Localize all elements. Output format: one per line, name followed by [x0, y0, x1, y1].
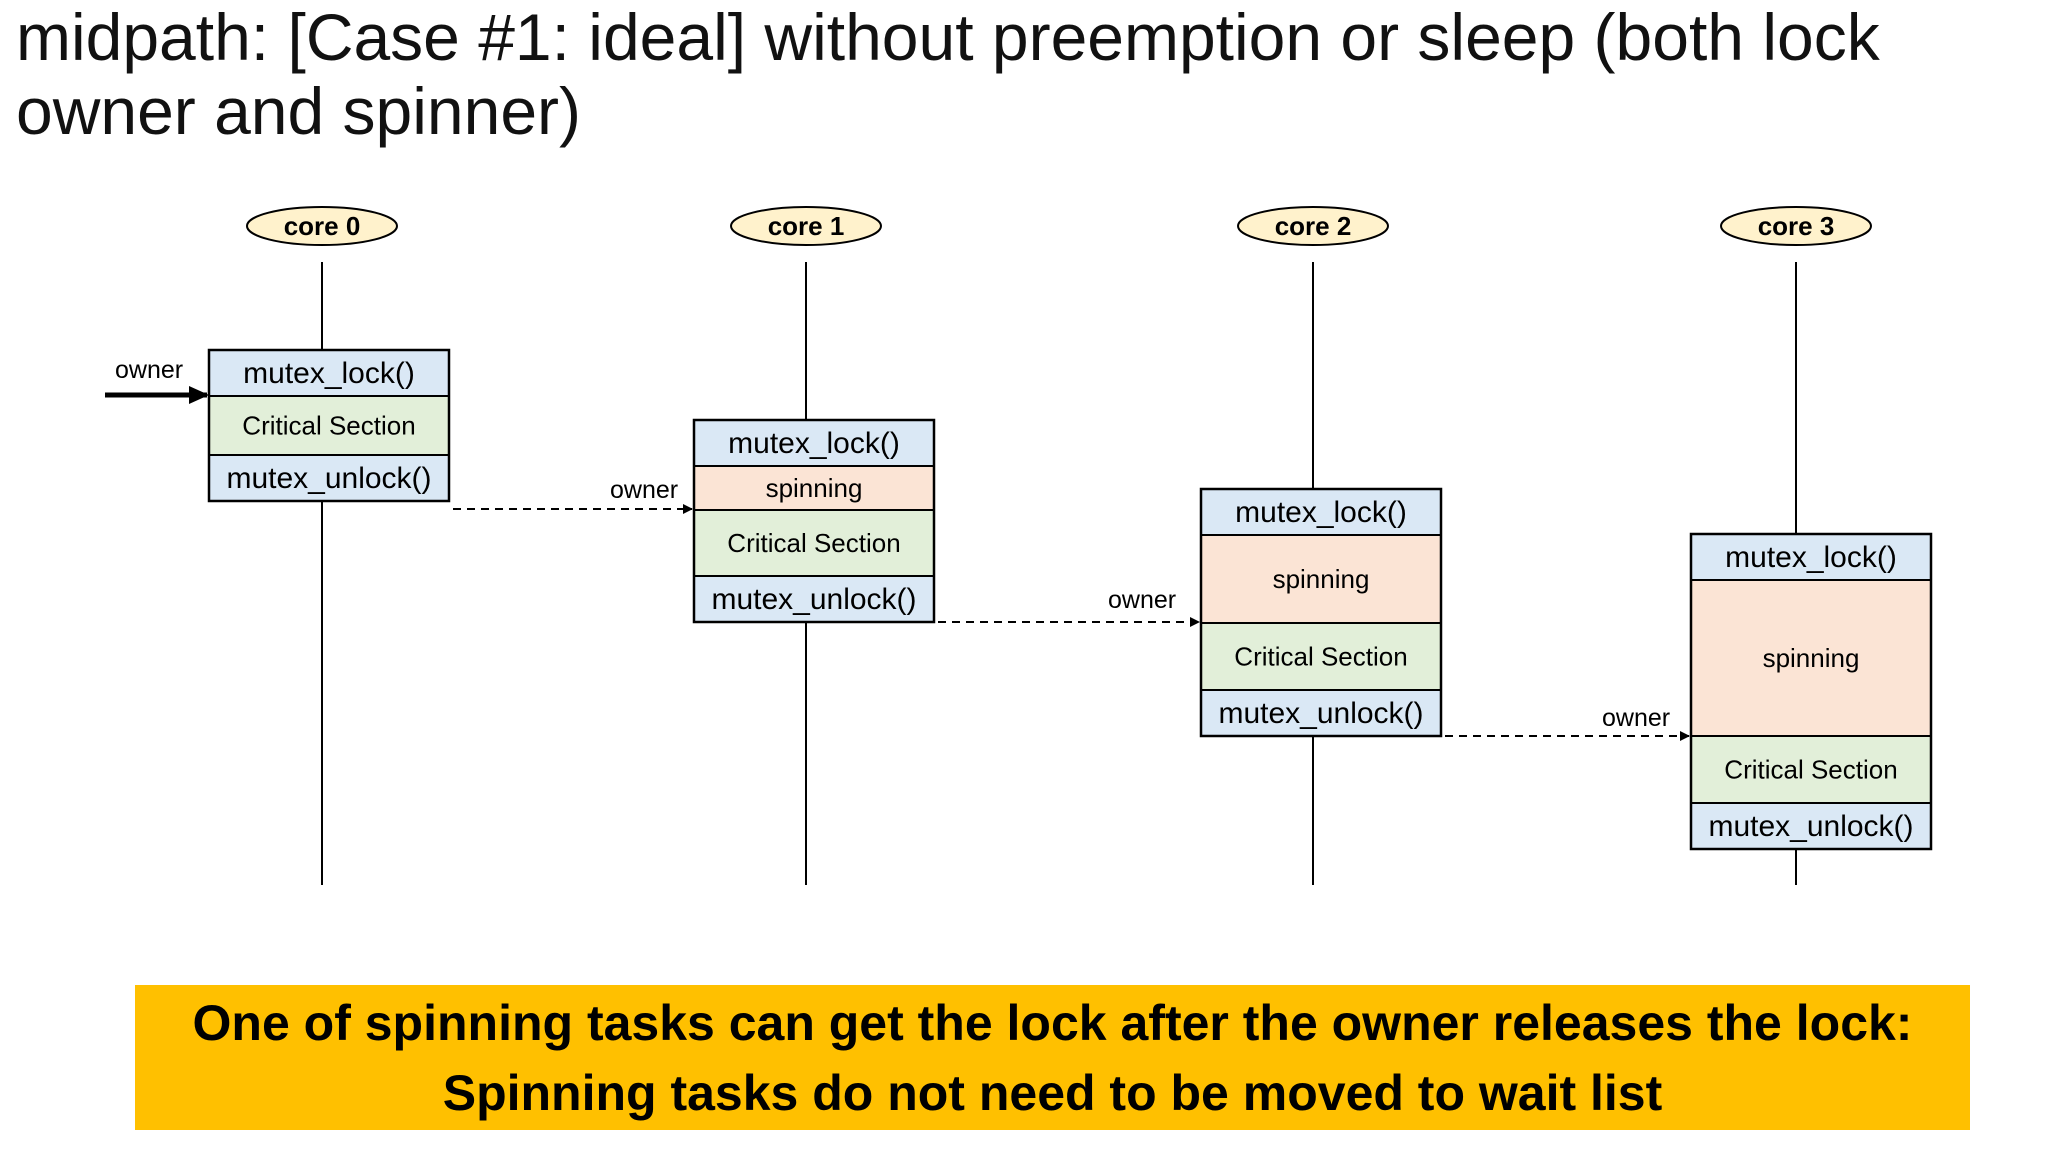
core-3-oval: [1720, 206, 1872, 246]
core-1-lock-label: mutex_lock(): [728, 427, 900, 460]
core-2-spinning-label: spinning: [1273, 564, 1370, 594]
core-2-critical-label: Critical Section: [1234, 642, 1407, 672]
banner-line-2: Spinning tasks do not need to be moved t…: [442, 1064, 1663, 1121]
core-1-oval: [730, 206, 882, 246]
core-1-spinning-block: [693, 465, 935, 511]
core-1-critical-label: Critical Section: [727, 528, 900, 558]
core-1-block-frame: [692, 418, 936, 624]
core-0-block-frame: [207, 348, 451, 503]
core-1-lock-block: [693, 419, 935, 467]
title-line-2: owner and spinner): [16, 74, 581, 148]
owner-label-2: owner: [1108, 586, 1176, 614]
core-2-label: core 2: [1275, 211, 1352, 241]
core-0-unlock-label: mutex_unlock(): [226, 462, 431, 495]
core-2-oval: [1237, 206, 1389, 246]
core-3-critical-label: Critical Section: [1724, 755, 1897, 785]
core-3-label: core 3: [1758, 211, 1835, 241]
summary-banner: One of spinning tasks can get the lock a…: [135, 985, 1970, 1130]
core-2-lock-label: mutex_lock(): [1235, 496, 1407, 529]
core-0-label: core 0: [284, 211, 361, 241]
title-line-1: midpath: [Case #1: ideal] without preemp…: [16, 0, 1880, 74]
core-1-label: core 1: [768, 211, 845, 241]
slide-title: midpath: [Case #1: ideal] without preemp…: [16, 0, 2016, 148]
core-1-spinning-label: spinning: [766, 473, 863, 503]
core-3-spinning-label: spinning: [1763, 643, 1860, 673]
core-3-block-frame: [1689, 532, 1933, 851]
core-0-lock-label: mutex_lock(): [243, 357, 415, 390]
core-3-unlock-label: mutex_unlock(): [1708, 810, 1913, 843]
owner-label-3: owner: [1602, 704, 1670, 732]
banner-line-1: One of spinning tasks can get the lock a…: [192, 994, 1913, 1051]
core-2-critical-block: [1200, 622, 1442, 691]
owner-label-0: owner: [115, 356, 183, 384]
core-3-lock-label: mutex_lock(): [1725, 541, 1897, 574]
core-2-unlock-label: mutex_unlock(): [1218, 697, 1423, 730]
core-0-oval: [246, 206, 398, 246]
core-2-block-frame: [1199, 487, 1443, 738]
owner-label-1: owner: [610, 476, 678, 504]
core-0-critical-label: Critical Section: [242, 411, 415, 441]
core-1-unlock-label: mutex_unlock(): [711, 583, 916, 616]
